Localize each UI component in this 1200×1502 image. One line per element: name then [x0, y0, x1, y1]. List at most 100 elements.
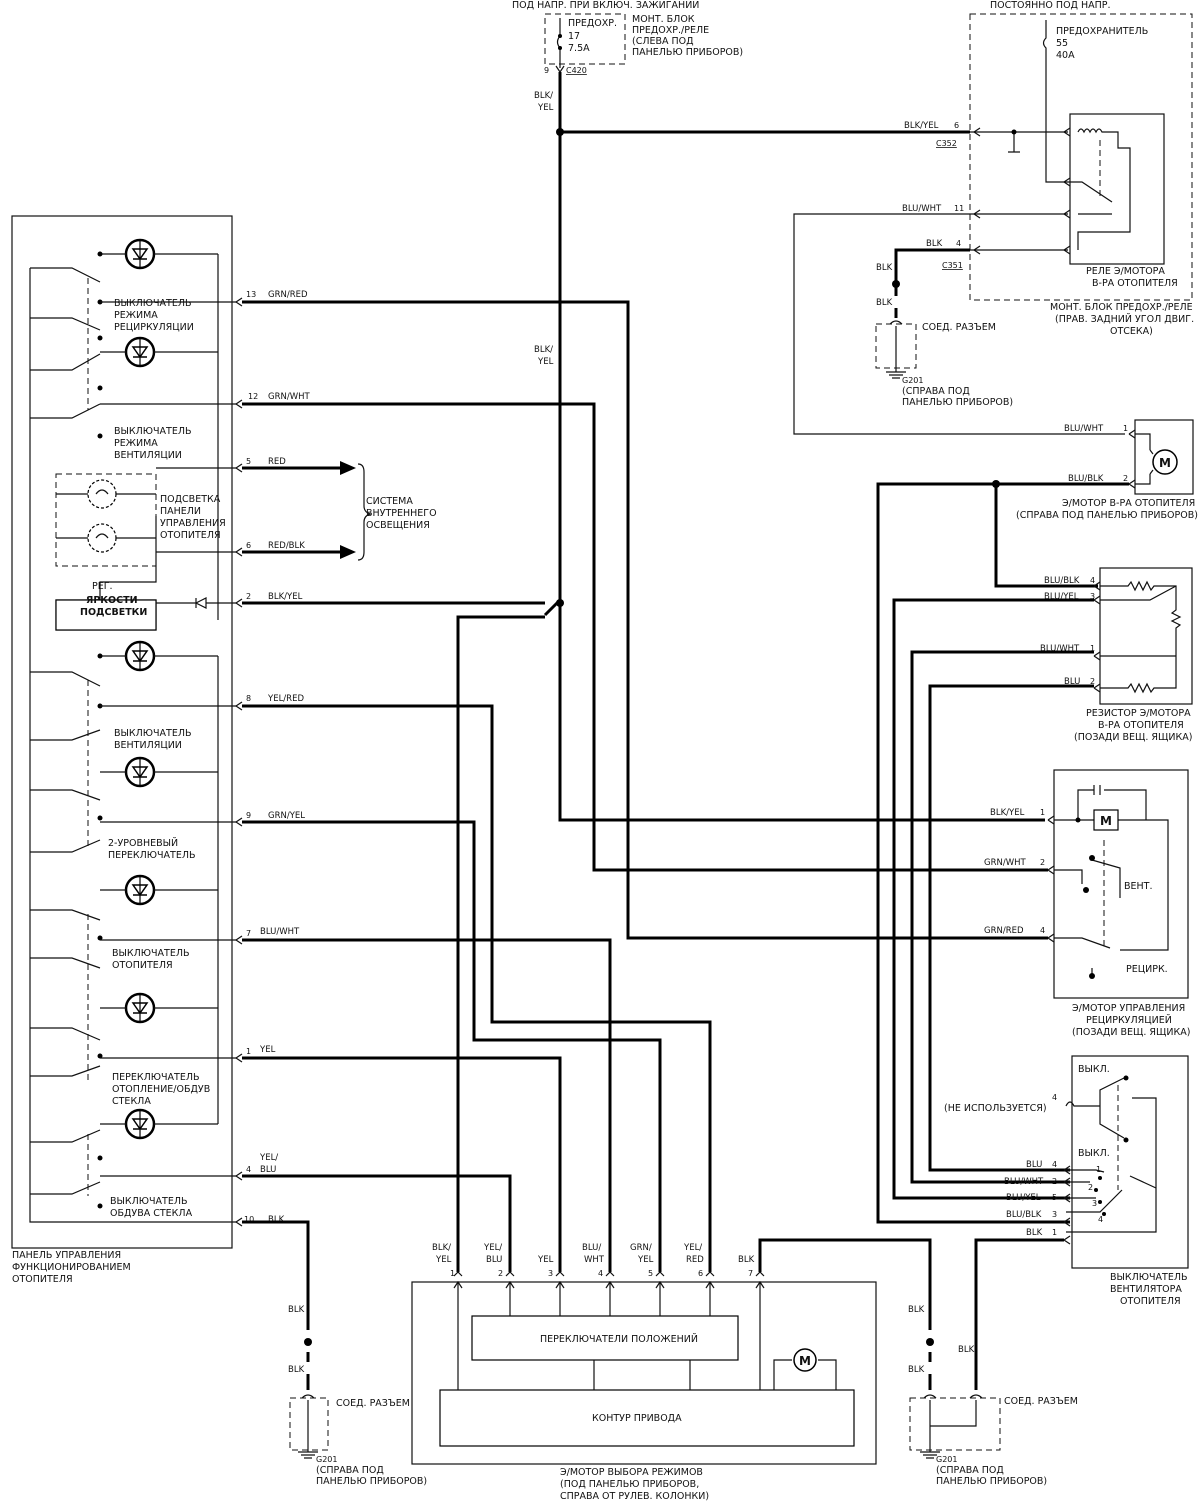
mm-w6a: YEL/ [683, 1243, 702, 1253]
ground-right: BLK BLK СОЕД. РАЗЪЕМ G201 (СПРАВА ПОД ПА… [908, 1305, 1078, 1487]
defrost-sw-l2: ОБДУВА СТЕКЛА [110, 1208, 193, 1219]
res-wire-4: BLU/BLK [1044, 576, 1080, 586]
top-connector-label: СОЕД. РАЗЪЕМ [922, 322, 996, 333]
top-ground-connector: СОЕД. РАЗЪЕМ G201 (СПРАВА ПОД ПАНЕЛЬЮ ПР… [875, 320, 1013, 408]
wire-blu-res [928, 684, 1094, 1172]
recirc-l2: РЕЖИМА [114, 310, 158, 321]
blower-resistor: BLU/BLK 4 BLU/YEL 3 BLU/WHT 1 BLU 2 РЕЗИ… [1040, 567, 1193, 743]
rg-connector: СОЕД. РАЗЪЕМ [1004, 1396, 1078, 1407]
fs-wire-2: BLU/WHT [1004, 1177, 1044, 1187]
fuse-block-left: ПОД НАПР. ПРИ ВКЛЮЧ. ЗАЖИГАНИИ ПРЕДОХР. … [512, 0, 743, 367]
rg-blk-3: BLK [958, 1345, 975, 1355]
mm-w7b: BLK [738, 1255, 755, 1265]
pp-10: 10 [244, 1215, 254, 1224]
wire-grn-yel [242, 820, 662, 1272]
fan-switch: ВЫКЛ. ВЫКЛ. (НЕ ИСПОЛЬЗУЕТСЯ) 4 1 2 3 4 … [944, 1055, 1189, 1307]
two-level-l2: ПЕРЕКЛЮЧАТЕЛЬ [108, 850, 196, 861]
pw-5: RED [268, 457, 286, 467]
fs-pin-2: 2 [1052, 1177, 1057, 1186]
wire-blu-blk-motor [876, 482, 1129, 1224]
wire-grn-red [242, 300, 1048, 940]
mode-motor-symbol: M [799, 1354, 811, 1368]
fs-l3: ОТОПИТЕЛЯ [1120, 1296, 1181, 1307]
pw-10: BLK [268, 1215, 285, 1225]
rm-wire-4: GRN/RED [984, 926, 1024, 936]
panel-title-l1: ПАНЕЛЬ УПРАВЛЕНИЯ [12, 1250, 121, 1261]
vent-mode-l3: ВЕНТИЛЯЦИИ [114, 450, 182, 461]
vent-mode-l2: РЕЖИМА [114, 438, 158, 449]
fuse55-l3: 40A [1056, 50, 1075, 61]
fs-l1: ВЫКЛЮЧАТЕЛЬ [1110, 1272, 1188, 1283]
fs-off2: ВЫКЛ. [1078, 1148, 1110, 1159]
lg-connector: СОЕД. РАЗЪЕМ [336, 1398, 410, 1409]
pw-13: GRN/RED [268, 290, 308, 300]
fbl-l1: МОНТ. БЛОК [632, 14, 695, 25]
fs-off1: ВЫКЛ. [1078, 1064, 1110, 1075]
mm-p2: 2 [498, 1269, 503, 1278]
res-l1: РЕЗИСТОР Э/МОТОРА [1086, 708, 1191, 719]
wire-blu-wht-res [910, 650, 1094, 1184]
mm-l1: Э/МОТОР ВЫБОРА РЕЖИМОВ [560, 1467, 703, 1478]
defrost-sw-l1: ВЫКЛЮЧАТЕЛЬ [110, 1196, 188, 1207]
motor-wire-1: BLU/WHT [1064, 424, 1104, 434]
pw-4b: BLU [260, 1165, 276, 1175]
backlight-l2: ПАНЕЛИ [160, 506, 201, 517]
mm-w4b: WHT [584, 1255, 605, 1265]
relay-wire-11: BLU/WHT [902, 204, 942, 214]
fs-pin-3: 3 [1052, 1210, 1057, 1219]
mid-wire-2: YEL [537, 357, 554, 367]
pp-2: 2 [246, 592, 251, 601]
fbl-l2: ПРЕДОХР./РЕЛЕ [632, 25, 709, 36]
rg-blk-2: BLK [908, 1365, 925, 1375]
rg-g201-2: (СПРАВА ПОД [936, 1465, 1004, 1476]
fs-wire-1: BLK [1026, 1228, 1043, 1238]
fuse55-l1: ПРЕДОХРАНИТЕЛЬ [1056, 26, 1148, 37]
mm-w5b: YEL [637, 1255, 654, 1265]
fs-pin-5: 5 [1052, 1193, 1057, 1202]
fs-pin-4: 4 [1052, 1160, 1057, 1169]
mm-p4: 4 [598, 1269, 603, 1278]
rg-g201-1: G201 [936, 1455, 957, 1464]
c351-label: C351 [942, 261, 963, 270]
heater-sw-l2: ОТОПИТЕЛЯ [112, 960, 173, 971]
wire-yel-blu [242, 1174, 512, 1272]
top-blk-1: BLK [876, 263, 893, 273]
recirc-l1: ВЫКЛЮЧАТЕЛЬ [114, 298, 192, 309]
ground-left: BLK BLK СОЕД. РАЗЪЕМ G201 (СПРАВА ПОД ПА… [288, 1305, 427, 1487]
position-switches: ПЕРЕКЛЮЧАТЕЛИ ПОЛОЖЕНИЙ [540, 1333, 698, 1345]
relay-l1: РЕЛЕ Э/МОТОРА [1086, 266, 1165, 277]
res-wire-1: BLU/WHT [1040, 644, 1080, 654]
wire-blu-wht-panel [242, 938, 612, 1272]
mm-w2a: YEL/ [483, 1243, 502, 1253]
relay-l2: В-РА ОТОПИТЕЛЯ [1092, 278, 1178, 289]
pw-8: YEL/RED [267, 694, 304, 704]
fuse17-l1: ПРЕДОХР. [568, 18, 617, 29]
fs-pin-1: 1 [1052, 1228, 1057, 1237]
res-pin-2: 2 [1090, 677, 1095, 686]
wire-yel [242, 1056, 562, 1272]
pp-6: 6 [246, 541, 251, 550]
relay-pin-4: 4 [956, 239, 961, 248]
ignition-label: ПОД НАПР. ПРИ ВКЛЮЧ. ЗАЖИГАНИИ [512, 0, 699, 11]
heat-defrost-l3: СТЕКЛА [112, 1096, 151, 1107]
mm-p1: 1 [450, 1269, 455, 1278]
top-g201-1: G201 [902, 376, 923, 385]
pw-1: YEL [259, 1045, 276, 1055]
fs-not-used: (НЕ ИСПОЛЬЗУЕТСЯ) [944, 1103, 1047, 1114]
mm-p6: 6 [698, 1269, 703, 1278]
fbr-l1: МОНТ. БЛОК ПРЕДОХР./РЕЛЕ [1050, 302, 1193, 313]
top-g201-2: (СПРАВА ПОД [902, 386, 970, 397]
heat-defrost-l1: ПЕРЕКЛЮЧАТЕЛЬ [112, 1072, 200, 1083]
vent-mode-l1: ВЫКЛЮЧАТЕЛЬ [114, 426, 192, 437]
recirc-l3: РЕЦИРКУЛЯЦИИ [114, 322, 194, 333]
mode-motor: ПЕРЕКЛЮЧАТЕЛИ ПОЛОЖЕНИЙ КОНТУР ПРИВОДА M… [411, 1243, 877, 1502]
fbl-l3: (СЛЕВА ПОД [632, 36, 694, 47]
dimmer-l2: ЯРКОСТИ [86, 595, 138, 606]
motor-pin-2: 2 [1123, 474, 1128, 483]
pp-5: 5 [246, 457, 251, 466]
wire-blu-wht-relay [793, 213, 1125, 435]
fuse17-l3: 7.5A [568, 43, 590, 54]
rm-wire-1: BLK/YEL [990, 808, 1025, 818]
two-level-l1: 2-УРОВНЕВЫЙ [108, 837, 178, 849]
mm-l3: СПРАВА ОТ РУЛЕВ. КОЛОНКИ) [560, 1491, 709, 1502]
